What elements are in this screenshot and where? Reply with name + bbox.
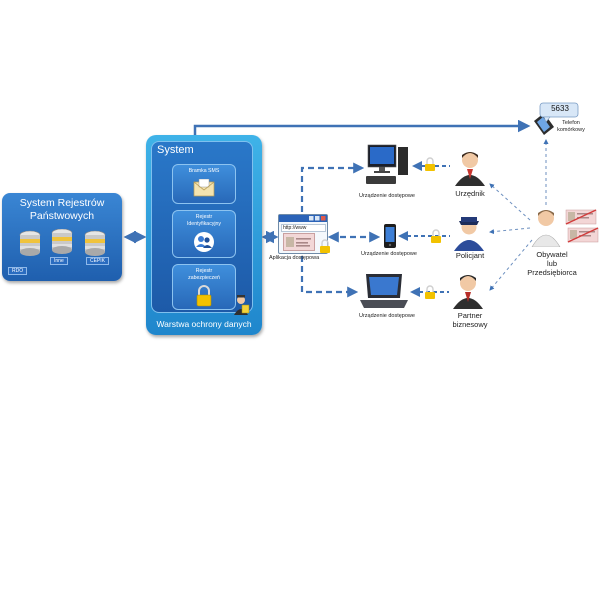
connector-citizen-police <box>489 227 531 235</box>
actor-label-business-partner-line1: Partner <box>457 311 483 320</box>
data-protection-layer-label: Warstwa ochrony danych <box>156 319 252 329</box>
users-icon <box>194 232 214 252</box>
device-label-desktop: Urządzenie dostępowe <box>359 193 415 199</box>
mobile-phone-label: Telefon komórkowy <box>546 120 596 134</box>
lock-icon-laptop <box>425 285 435 299</box>
mobile-phone-label-line2: komórkowy <box>557 127 585 133</box>
database-icon-cepik <box>84 230 106 256</box>
actor-label-police-line1: Policjant <box>455 251 485 260</box>
browser-title-bar <box>279 215 327 222</box>
citizen-label: Obywatel lub Przedsiębiorca <box>514 250 590 277</box>
padlock-icon <box>196 285 212 307</box>
citizen-person-icon <box>531 210 561 247</box>
database-label-inne: Inne <box>50 257 68 265</box>
actor-label-clerk: Urzędnik <box>447 189 493 198</box>
module-sms-gateway: Bramka SMS <box>172 164 236 204</box>
laptop-icon <box>360 274 408 308</box>
connector-citizen-clerk <box>489 183 531 221</box>
mobile-phone-icon <box>534 102 579 135</box>
citizen-label-line2: lub <box>546 259 557 268</box>
citizen-label-line1: Obywatel <box>536 250 568 259</box>
connector-app-laptop <box>300 256 359 298</box>
database-icon-inne <box>51 229 73 254</box>
app-padlock-icon <box>320 239 330 253</box>
window-controls-icon <box>309 216 326 221</box>
smartphone-icon <box>384 224 396 248</box>
mobile-phone-label-line1: Telefon <box>562 120 580 126</box>
state-registries-title-line2: Państwowych <box>29 210 95 222</box>
database-icons <box>19 229 106 256</box>
module-security-register-label-line1: Rejestr <box>195 268 213 274</box>
actor-label-police: Policjant <box>445 251 495 260</box>
module-identity-register: Rejestr Identyfikacyjny <box>172 210 236 258</box>
browser-url-field: http://www <box>281 224 326 232</box>
clerk-person-icon <box>455 152 485 186</box>
sms-code-text: 5633 <box>551 104 569 113</box>
module-identity-register-label-line1: Rejestr <box>195 214 213 220</box>
desktop-computer-icon <box>366 144 408 184</box>
system-box: System Bramka SMS Rejestr Identyfikacyjn… <box>146 135 262 335</box>
id-card-icon <box>283 233 315 251</box>
connector-app-desktop <box>300 162 365 212</box>
database-label-rdo: RDO <box>8 267 28 275</box>
police-officer-icon <box>454 217 484 251</box>
id-documents-icon <box>565 209 599 243</box>
database-icon-rdo <box>19 230 41 256</box>
state-registries-title-line1: System Rejestrów <box>19 197 105 209</box>
database-label-cepik: CEPIK <box>86 257 110 265</box>
actor-label-business-partner: Partner biznesowy <box>440 311 500 329</box>
access-application-label: Aplikacja dostępowa <box>269 255 320 261</box>
state-registries-title: System Rejestrów Państwowych <box>2 197 122 223</box>
connector-citizen-partner <box>489 239 533 291</box>
business-partner-icon <box>453 275 483 309</box>
system-title: System <box>157 144 194 156</box>
device-label-laptop: Urządzenie dostępowe <box>359 313 415 319</box>
system-inner-panel: System Bramka SMS Rejestr Identyfikacyjn… <box>151 141 253 313</box>
connector-system-phone <box>193 119 531 137</box>
actor-label-clerk-line1: Urzędnik <box>455 189 485 198</box>
citizen-label-line3: Przedsiębiorca <box>527 268 577 277</box>
lock-icon-desktop <box>425 157 435 171</box>
state-registries-box: System Rejestrów Państwowych RDO Inne CE… <box>2 193 122 281</box>
module-security-register-label-line2: zabezpieczeń <box>188 275 220 281</box>
module-security-register: Rejestr zabezpieczeń <box>172 264 236 310</box>
lock-icon-phone <box>431 229 441 243</box>
actor-label-business-partner-line2: biznesowy <box>452 320 488 329</box>
officer-with-document-icon <box>234 295 250 315</box>
access-application-window: http://www <box>278 214 330 254</box>
module-identity-register-label-line2: Identyfikacyjny <box>186 221 222 227</box>
envelope-icon <box>193 179 215 197</box>
device-label-phone: Urządzenie dostępowe <box>361 251 417 257</box>
module-sms-gateway-label: Bramka SMS <box>188 168 220 174</box>
